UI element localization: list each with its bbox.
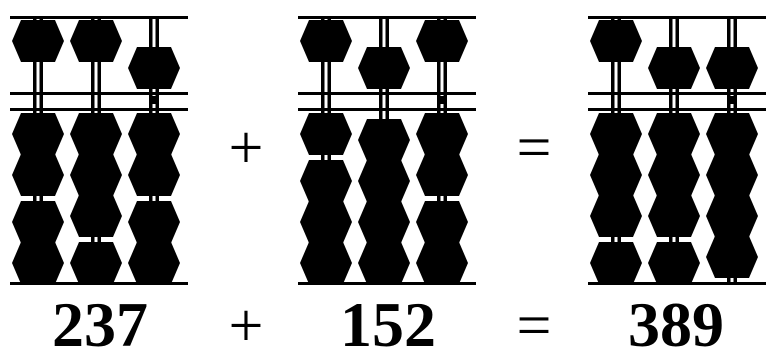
reckoning-bar-upper [298, 92, 476, 95]
operand-b-label: 152 [340, 289, 436, 360]
earth-bead [358, 201, 410, 243]
unit-marker-dot [438, 96, 446, 104]
frame-top-bar [298, 16, 476, 19]
plus-sign-bottom: + [228, 292, 264, 360]
plus-sign-top: + [228, 114, 264, 182]
heaven-bead [70, 20, 122, 62]
earth-bead [358, 160, 410, 202]
earth-bead [416, 113, 468, 155]
earth-bead [70, 195, 122, 237]
earth-bead [128, 201, 180, 243]
heaven-bead [128, 47, 180, 89]
earth-bead [128, 113, 180, 155]
reckoning-bar-lower [588, 108, 766, 111]
earth-bead [648, 154, 700, 196]
earth-bead [358, 242, 410, 284]
earth-bead [590, 195, 642, 237]
earth-bead [300, 113, 352, 155]
earth-bead [416, 242, 468, 284]
heaven-bead [416, 20, 468, 62]
heaven-bead [12, 20, 64, 62]
frame-top-bar [588, 16, 766, 19]
equals-sign-top: = [516, 114, 552, 182]
unit-marker-dot [150, 96, 158, 104]
earth-bead [590, 113, 642, 155]
earth-bead [70, 113, 122, 155]
earth-bead [70, 154, 122, 196]
earth-bead [70, 242, 122, 284]
reckoning-bar-lower [10, 108, 188, 111]
earth-bead [648, 242, 700, 284]
earth-bead [128, 242, 180, 284]
result-label: 389 [628, 289, 724, 360]
earth-bead [590, 242, 642, 284]
heaven-bead [358, 47, 410, 89]
earth-bead [416, 201, 468, 243]
heaven-bead [648, 47, 700, 89]
reckoning-bar-lower [298, 108, 476, 111]
earth-bead [416, 154, 468, 196]
earth-bead [12, 242, 64, 284]
earth-bead [300, 201, 352, 243]
earth-bead [128, 154, 180, 196]
equals-sign-bottom: = [516, 292, 552, 360]
heaven-bead [300, 20, 352, 62]
earth-bead [590, 154, 642, 196]
earth-bead [648, 195, 700, 237]
earth-bead [12, 113, 64, 155]
reckoning-bar-upper [588, 92, 766, 95]
earth-bead [706, 113, 758, 155]
operand-a-label: 237 [52, 289, 148, 360]
frame-top-bar [10, 16, 188, 19]
heaven-bead [590, 20, 642, 62]
earth-bead [300, 160, 352, 202]
earth-bead [706, 236, 758, 278]
earth-bead [648, 113, 700, 155]
earth-bead [12, 154, 64, 196]
earth-bead [706, 154, 758, 196]
earth-bead [12, 201, 64, 243]
unit-marker-dot [728, 96, 736, 104]
heaven-bead [706, 47, 758, 89]
reckoning-bar-upper [10, 92, 188, 95]
earth-bead [358, 119, 410, 161]
earth-bead [706, 195, 758, 237]
earth-bead [300, 242, 352, 284]
